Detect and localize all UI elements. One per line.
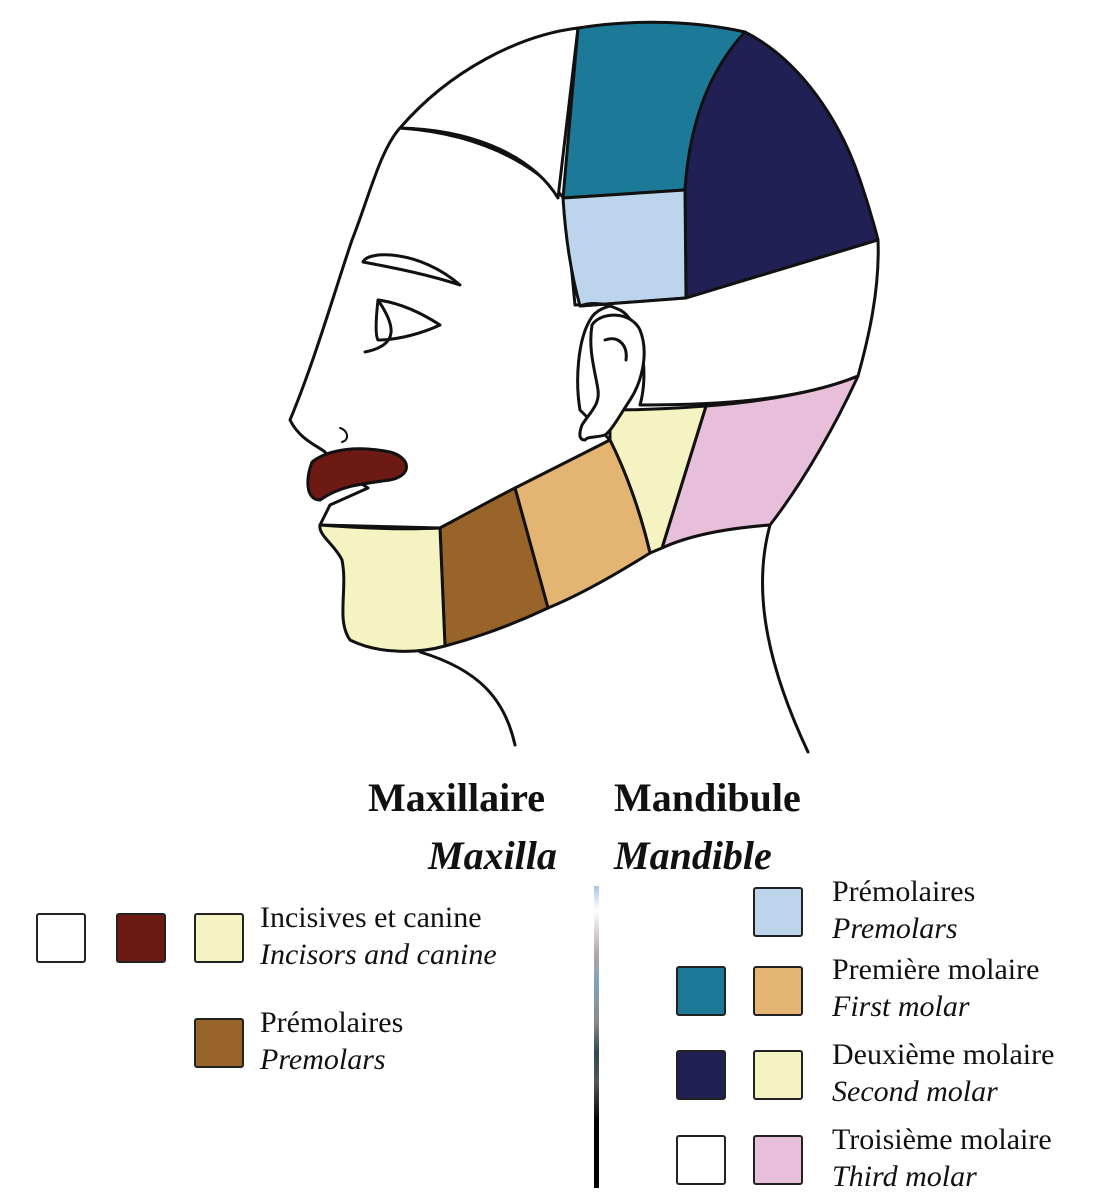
legend-mandible-premolars-en: Premolars (832, 911, 975, 948)
swatch-white-incisors (36, 913, 86, 963)
maxilla-header-fr: Maxillaire (368, 778, 545, 818)
legend-first-molar-en: First molar (832, 989, 1039, 1026)
mandible-header-fr: Mandibule (614, 778, 801, 818)
swatch-pale-yellow-incisors (194, 913, 244, 963)
legend-maxilla-premolars-en: Premolars (260, 1042, 403, 1079)
legend-first-molar: Première molaire First molar (832, 952, 1039, 1025)
swatch-navy-second-molar (676, 1050, 726, 1100)
legend-third-molar-en: Third molar (832, 1159, 1052, 1196)
legend-maxilla-premolars-fr: Prémolaires (260, 1005, 403, 1042)
chin-region (320, 525, 445, 651)
legend-incisors-en: Incisors and canine (260, 937, 497, 974)
legend-second-molar: Deuxième molaire Second molar (832, 1037, 1054, 1110)
maxilla-header-en: Maxilla (428, 836, 557, 876)
swatch-pink-third-molar (753, 1135, 803, 1185)
legend-maxilla-premolars: Prémolaires Premolars (260, 1005, 403, 1078)
legend-second-molar-fr: Deuxième molaire (832, 1037, 1054, 1074)
legend-second-molar-en: Second molar (832, 1074, 1054, 1111)
swatch-tan-first-molar (753, 966, 803, 1016)
legend-mandible-premolars-fr: Prémolaires (832, 874, 975, 911)
legend-incisors-fr: Incisives et canine (260, 900, 497, 937)
swatch-dark-red-incisors (116, 913, 166, 963)
legend-first-molar-fr: Première molaire (832, 952, 1039, 989)
swatch-light-blue-premolars (753, 887, 803, 937)
swatch-white-third-molar (676, 1135, 726, 1185)
swatch-pale-yellow-second-molar (753, 1050, 803, 1100)
legend-mandible-premolars: Prémolaires Premolars (832, 874, 975, 947)
light-blue-region (563, 190, 686, 306)
legend-third-molar: Troisième molaire Third molar (832, 1122, 1052, 1195)
legend-divider (594, 886, 599, 1188)
legend-incisors: Incisives et canine Incisors and canine (260, 900, 497, 973)
swatch-brown-premolars (194, 1018, 244, 1068)
neck-front-line (420, 652, 515, 745)
mandible-header-en: Mandible (614, 836, 772, 876)
legend-third-molar-fr: Troisième molaire (832, 1122, 1052, 1159)
swatch-teal-first-molar (676, 966, 726, 1016)
neck-back-line (762, 525, 808, 752)
